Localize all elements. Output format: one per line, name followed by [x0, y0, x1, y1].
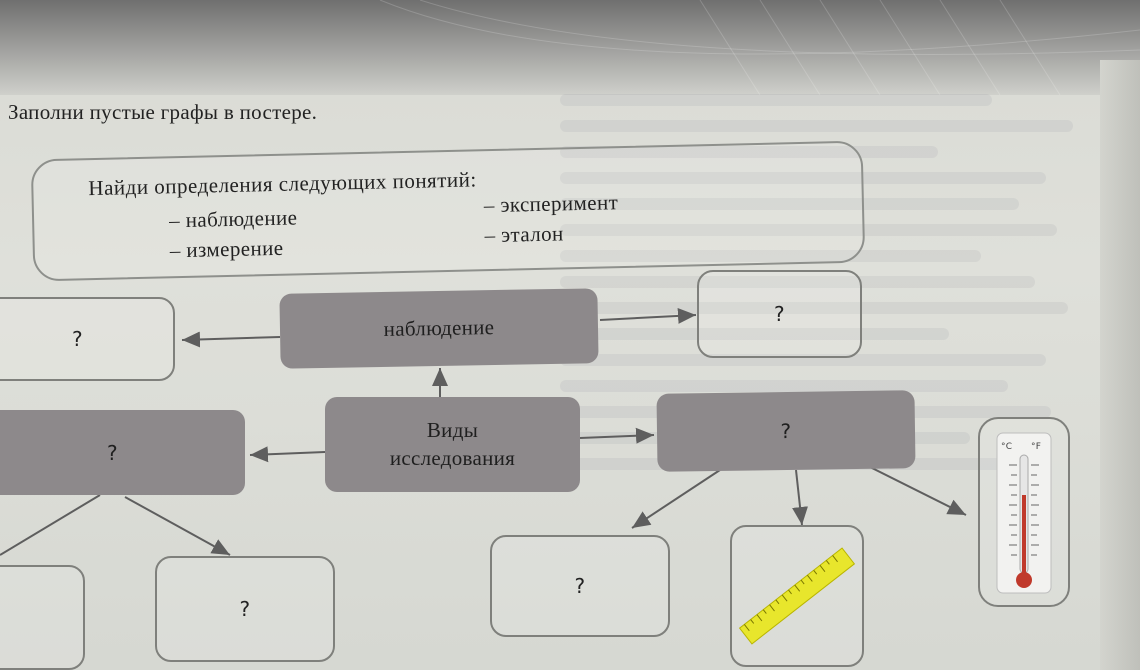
background-pattern — [379, 0, 1140, 95]
instruction-text: Заполни пустые графы в постере. — [8, 100, 318, 124]
celsius-label: °C — [1001, 442, 1012, 452]
box-bottom-right-blank[interactable]: ? — [490, 535, 670, 637]
box-observation-right-blank[interactable]: ? — [697, 270, 862, 358]
box-ruler — [730, 525, 864, 667]
fahrenheit-label: °F — [1031, 442, 1041, 452]
question-mark: ? — [774, 302, 785, 326]
question-mark: ? — [780, 418, 792, 444]
ruler-icon — [738, 547, 856, 645]
page-edge-shadow — [1100, 60, 1140, 670]
box-observation: наблюдение — [279, 288, 599, 369]
box-research-types: Виды исследования — [325, 397, 580, 492]
question-mark: ? — [239, 597, 251, 621]
photo-background-top — [0, 0, 1140, 95]
question-mark: ? — [72, 327, 83, 351]
box-research-type-right[interactable]: ? — [656, 390, 916, 472]
center-label-line1: Виды — [426, 418, 479, 443]
box-thermometer: °C °F — [978, 417, 1070, 607]
question-mark: ? — [107, 440, 118, 465]
box-observation-left-blank[interactable]: ? — [0, 297, 175, 381]
observation-label: наблюдение — [383, 314, 495, 341]
thermometer-icon: °C °F — [996, 432, 1052, 593]
center-label-line2: исследования — [389, 445, 516, 470]
box-bottom-left-blank[interactable] — [0, 565, 85, 670]
box-research-type-left[interactable]: ? — [0, 410, 245, 495]
question-mark: ? — [574, 574, 586, 598]
box-bottom-mid-blank[interactable]: ? — [155, 556, 335, 662]
